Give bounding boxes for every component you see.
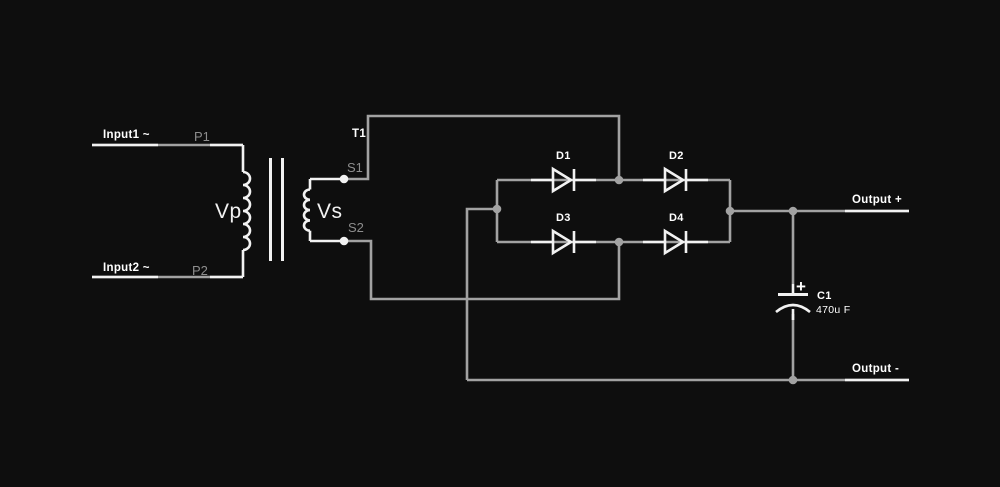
diode-d4-triangle bbox=[663, 228, 686, 256]
primary-winding-coil bbox=[242, 170, 252, 252]
diode-d3 bbox=[531, 228, 596, 256]
diode-d1-triangle bbox=[551, 166, 574, 194]
labels: Input1 ~ P1 Input2 ~ P2 Vp Vs T1 S1 S2 D… bbox=[103, 128, 902, 375]
secondary-winding-label: Vs bbox=[317, 200, 343, 223]
capacitor-c1 bbox=[775, 284, 811, 320]
capacitor-ref-label: C1 bbox=[817, 290, 832, 302]
s2-terminal-dot bbox=[339, 236, 349, 246]
junction-dot-bridge-left bbox=[492, 204, 502, 214]
junction-dot-d3-d4 bbox=[614, 237, 624, 247]
diode-d2-label: D2 bbox=[669, 150, 684, 162]
junction-dot-d1-d2 bbox=[614, 175, 624, 185]
diode-d2 bbox=[643, 166, 708, 194]
diode-d1-label: D1 bbox=[556, 150, 571, 162]
output-minus-label: Output - bbox=[852, 363, 899, 375]
output-plus-label: Output + bbox=[852, 194, 902, 206]
secondary-winding-coil bbox=[302, 188, 311, 232]
input2-label: Input2 ~ bbox=[103, 262, 150, 274]
diode-d4 bbox=[643, 228, 708, 256]
s2-label: S2 bbox=[348, 220, 364, 235]
terminal-stubs bbox=[92, 143, 909, 382]
capacitor-value-label: 470u F bbox=[816, 304, 851, 316]
negative-return-wire bbox=[465, 207, 497, 380]
diode-d3-triangle bbox=[551, 228, 574, 256]
s1-route-wire bbox=[344, 114, 621, 181]
diode-d4-label: D4 bbox=[669, 212, 684, 224]
junction-dot-capacitor-top bbox=[788, 206, 798, 216]
primary-winding-label: Vp bbox=[215, 200, 242, 223]
s2-route-wire bbox=[344, 239, 621, 301]
input1-label: Input1 ~ bbox=[103, 129, 150, 141]
wires bbox=[92, 114, 909, 382]
diode-d2-triangle bbox=[663, 166, 686, 194]
transformer-ref-label: T1 bbox=[352, 128, 366, 140]
junction-dot-capacitor-bottom bbox=[788, 375, 798, 385]
s1-terminal-dot bbox=[339, 174, 349, 184]
capacitor-polarity-sign: + bbox=[796, 277, 806, 296]
transformer-t1 bbox=[241, 145, 344, 277]
s1-label: S1 bbox=[347, 160, 363, 175]
junction-dots bbox=[339, 174, 798, 385]
p2-label: P2 bbox=[192, 263, 208, 278]
capacitor-plate-negative bbox=[775, 303, 811, 314]
junction-dot-bridge-right bbox=[725, 206, 735, 216]
diode-d1 bbox=[531, 166, 596, 194]
diode-d3-label: D3 bbox=[556, 212, 571, 224]
p1-label: P1 bbox=[194, 129, 210, 144]
